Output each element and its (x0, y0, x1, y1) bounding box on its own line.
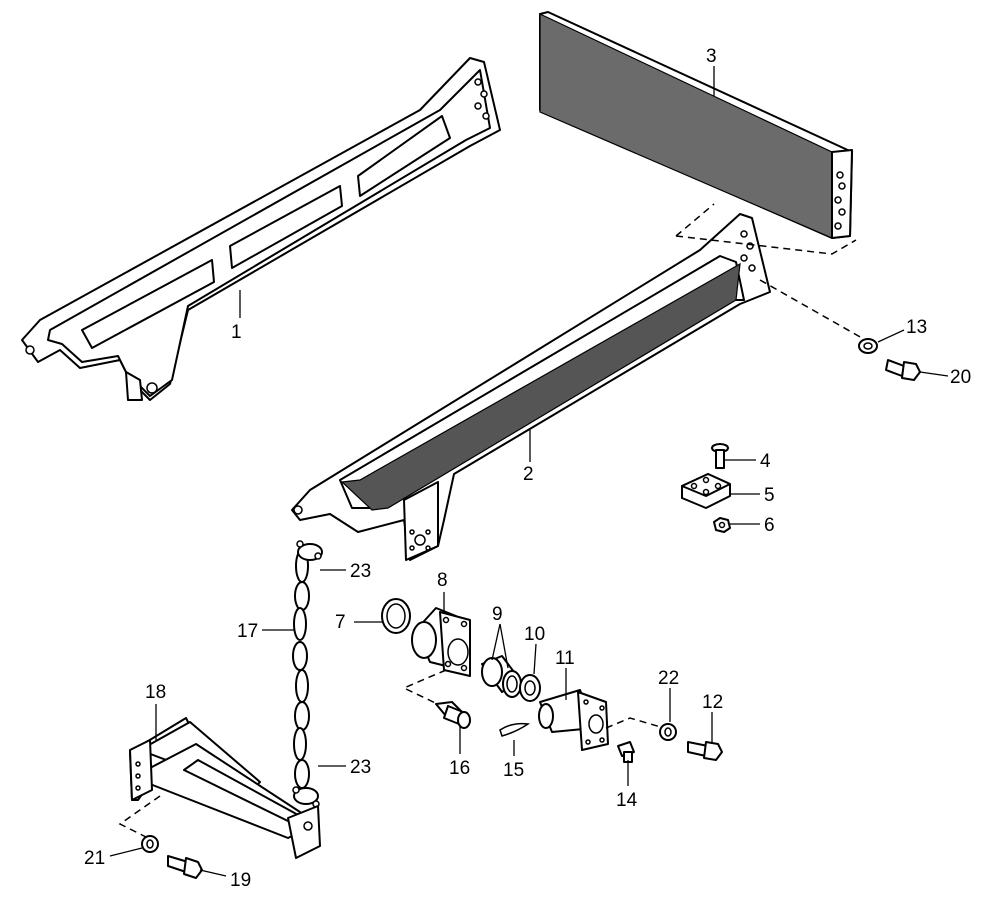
part-12-bolt (687, 741, 723, 761)
callout-10: 10 (524, 624, 545, 645)
callout-15: 15 (503, 760, 524, 781)
leader-lines (109, 66, 949, 877)
callout-23-bottom: 23 (350, 757, 371, 778)
assembly-line-bolt-19 (118, 795, 161, 839)
callout-8: 8 (437, 570, 448, 591)
part-16-bolt (435, 701, 471, 729)
callout-16: 16 (449, 758, 470, 779)
part-17-chain (292, 549, 310, 789)
callout-19: 19 (230, 870, 251, 891)
part-22-washer (659, 723, 677, 741)
part-23-shackle-bottom (292, 786, 320, 808)
assembly-line-bolt-16 (402, 669, 451, 711)
callout-7: 7 (335, 612, 346, 633)
callout-6: 6 (764, 515, 775, 536)
part-23-shackle-top (296, 540, 323, 561)
part-18-bracket (129, 717, 321, 859)
callout-14: 14 (616, 790, 638, 811)
callout-12: 12 (702, 692, 723, 713)
part-6-nut (713, 517, 731, 533)
part-20-bolt (885, 359, 921, 381)
part-1-frame-arm (21, 57, 501, 401)
callout-11: 11 (555, 648, 575, 669)
assembly-line-plate (675, 203, 857, 255)
callout-5: 5 (764, 485, 775, 506)
part-10-washer (519, 674, 541, 702)
callout-3: 3 (706, 46, 717, 67)
callout-21: 21 (84, 848, 105, 869)
part-21-washer (141, 835, 159, 853)
callout-2: 2 (523, 464, 534, 485)
part-3-plate (539, 11, 853, 239)
callout-4: 4 (760, 451, 771, 472)
part-5-block (681, 473, 731, 509)
assembly-line-bolt-12 (605, 717, 665, 729)
callout-1: 1 (231, 322, 242, 343)
part-19-bolt (167, 855, 203, 879)
callout-labels: 1 2 3 4 5 6 7 8 9 10 11 12 13 14 15 16 1… (84, 46, 971, 891)
part-4-screw (711, 443, 729, 469)
part-14-grease-fitting (617, 741, 635, 763)
callout-9: 9 (492, 604, 503, 625)
part-15-cotter-pin (499, 722, 531, 737)
part-13-washer (858, 338, 878, 354)
callout-13: 13 (906, 317, 927, 338)
callout-23-top: 23 (350, 561, 371, 582)
part-7-ring (381, 598, 411, 634)
callout-20: 20 (950, 367, 971, 388)
callout-17: 17 (237, 621, 258, 642)
part-8-flange-bushing (411, 607, 471, 677)
callout-22: 22 (658, 668, 679, 689)
assembly-line-bolt-20 (759, 279, 863, 339)
part-11-pin (538, 689, 609, 751)
part-2-frame-arm (291, 213, 771, 561)
callout-18: 18 (145, 682, 166, 703)
part-9-bushing (481, 655, 522, 698)
